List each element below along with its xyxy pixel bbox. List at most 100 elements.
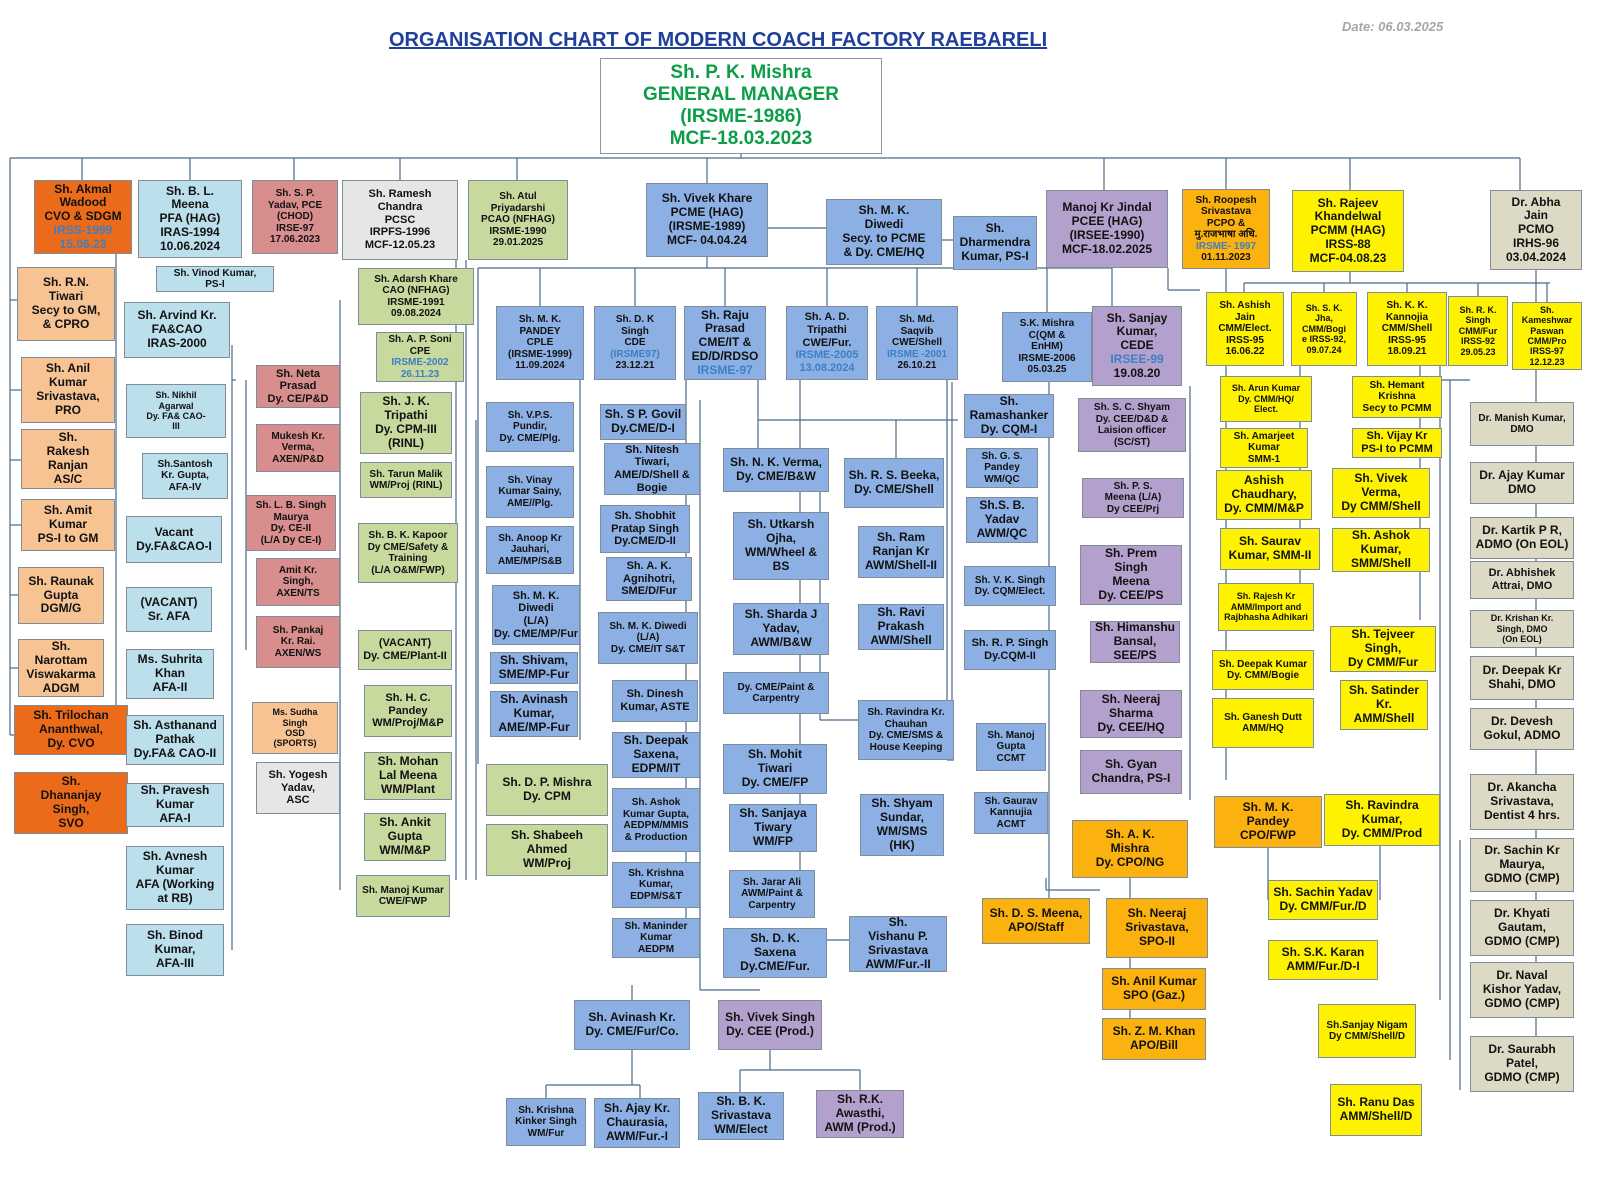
node-line: Sh. S. P. [275, 188, 315, 200]
node-ak-agnihotri: Sh. A. K.Agnihotri,SME/D/Fur [606, 557, 692, 601]
node-line: e IRSS-92, [1301, 334, 1347, 345]
node-line: Tripathi [384, 408, 428, 423]
node-line: Maurya, [1499, 857, 1545, 872]
node-line: Dy.CQM-II [984, 650, 1036, 662]
node-line: SME/MP-Fur [498, 667, 570, 681]
node-kartik: Dr. Kartik P R,ADMO (On EOL) [1470, 517, 1574, 559]
node-line: Narottam [34, 653, 88, 668]
node-line: Sundar, [879, 810, 924, 825]
node-line: Sh.S. B. [979, 498, 1025, 513]
node-line: Sh. Adarsh Khare [374, 273, 458, 285]
node-line: Dy. CME/IT S&T [610, 643, 686, 655]
node-line: Sh. Amarjeet [1233, 430, 1295, 442]
node-line: Wadood [59, 195, 107, 210]
node-line: Saxena, [633, 747, 679, 762]
node-line: AWM/Fur.-I [606, 1128, 668, 1143]
node-line: Vishanu P. [868, 929, 928, 944]
node-line: AWM/QC [976, 525, 1028, 540]
node-line: Sh. [1539, 304, 1554, 315]
node-line: Sh. Sachin Yadav [1273, 885, 1373, 900]
node-line: IRSME- 1997 [1195, 240, 1257, 252]
node-line: Kumar [48, 375, 87, 390]
node-line: Dy CEE/Prj [1106, 503, 1160, 515]
node-line: Bogie [636, 481, 668, 494]
node-line: Sh. M. K. [512, 589, 560, 602]
node-line: Sh. R. P. Singh [971, 637, 1049, 650]
node-line: (IRSEE-1990) [1069, 228, 1145, 242]
node-line: AXEN/WS [274, 647, 322, 659]
node-line: 13.08.2024 [799, 361, 855, 374]
node-line: EDPM/S&T [630, 890, 682, 902]
node-line: (IRSME97) [610, 348, 660, 360]
node-line: Sh. M. K. Diwedi [609, 620, 687, 632]
node-line: Dy. CMM/Prod [1341, 825, 1423, 840]
node-line: Dy. CMM/Fur./D [1279, 899, 1367, 913]
chart-title: ORGANISATION CHART OF MODERN COACH FACTO… [389, 29, 1048, 51]
node-line: Sh. R. K. [1459, 305, 1497, 316]
node-line: Sh. Avinash Kr. [588, 1010, 676, 1025]
node-line: Sh. Shivam, [499, 653, 569, 668]
node-krishan: Dr. Krishan Kr.Singh, DMO(On EOL) [1470, 610, 1574, 648]
node-line: Singh [1465, 315, 1491, 326]
node-line: Meena (L/A) [1104, 492, 1162, 504]
node-line: Sh. Gaurav [984, 795, 1038, 807]
node-line: Pundir, [513, 421, 547, 433]
node-line: Sh. S. C. Shyam [1093, 402, 1171, 413]
node-line: FA&CAO [151, 322, 203, 337]
node-line: Sh. Vinod Kumar, [173, 267, 257, 279]
node-line: CME/IT & [698, 335, 752, 350]
node-line: Diwedi [864, 217, 904, 232]
node-line: Sh. Himanshu [1094, 621, 1175, 635]
node-line: Sh. Krishna [628, 867, 684, 879]
chart-date: Date: 06.03.2025 [1342, 19, 1444, 34]
node-line: AME/D/Shell & [614, 469, 690, 481]
node-line: Dy CME/Safety & [367, 541, 449, 553]
node-line: Sh. Neeraj [1127, 906, 1187, 921]
node-line: Chaurasia, [606, 1115, 668, 1130]
node-line: Dy. CVO [47, 735, 95, 750]
node-line: Sh. Neta [275, 367, 320, 380]
node-line: (On EOL) [1502, 634, 1542, 645]
node-line: Kumar, [1360, 542, 1402, 557]
node-line: Dy CMM/Shell/D [1328, 1031, 1406, 1042]
node-line: Verma, [281, 442, 315, 454]
node-line: Khandelwal [1314, 209, 1382, 224]
node-line: AMM/Shell [1353, 710, 1415, 725]
node-line: CPLE [526, 337, 554, 349]
node-line: Sh. Tejveer [1351, 627, 1415, 642]
node-line: 16.06.22 [1225, 346, 1265, 358]
node-line: Sh.Santosh [157, 458, 213, 470]
node-line: Jain [1523, 208, 1548, 223]
node-line: Sh. Krishna [518, 1104, 574, 1116]
node-line: Sh. [999, 394, 1019, 409]
node-line: AXEN/P&D [272, 453, 324, 465]
node-line: EnHM) [1031, 341, 1063, 353]
node-line: Dy. CEE/D&D & [1095, 413, 1169, 425]
node-line: Sh. D. S. Meena, [989, 906, 1083, 921]
node-line: AMM/HQ [1242, 723, 1284, 734]
node-line: Gupta [996, 741, 1026, 753]
node-line: Sh. S.K. Karan [1281, 945, 1365, 960]
node-line: (VACANT) [140, 594, 198, 609]
